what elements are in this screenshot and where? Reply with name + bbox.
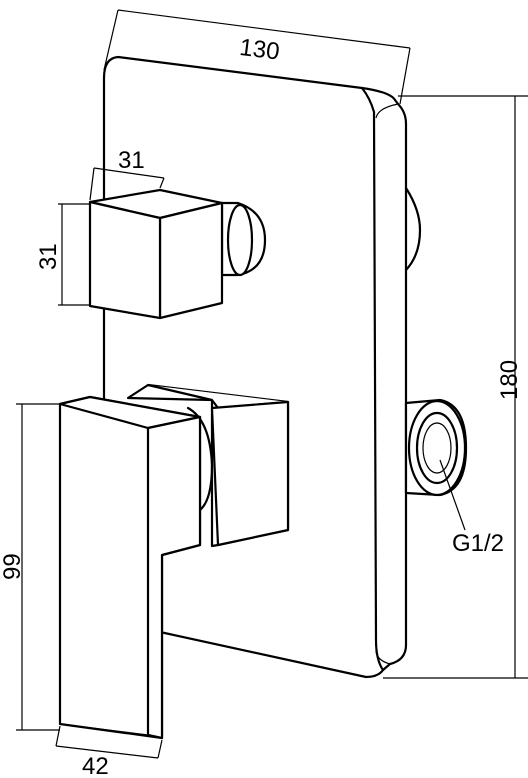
dimension-knob-height: 31 — [35, 203, 90, 306]
thread-label: G1/2 — [452, 530, 504, 557]
dimension-label-130: 130 — [238, 34, 281, 66]
cover-plate — [102, 55, 408, 679]
rear-body — [404, 186, 422, 272]
dimension-knob-width: 31 — [89, 147, 165, 201]
dimension-handle-width: 42 — [55, 725, 163, 778]
diverter-knob — [88, 188, 267, 320]
dimension-label-42: 42 — [82, 753, 109, 778]
thread-callout: G1/2 — [439, 459, 504, 557]
dimension-handle-height: 99 — [0, 403, 60, 731]
dimension-label-31-top: 31 — [118, 147, 145, 174]
outlet-connector — [404, 398, 468, 497]
dimension-label-31-left: 31 — [35, 243, 62, 270]
lever-handle — [58, 383, 290, 740]
dimension-width-top: 130 — [103, 9, 411, 105]
dimension-label-99: 99 — [0, 553, 26, 580]
dimension-height-right: 180 — [383, 95, 528, 679]
dimension-label-180: 180 — [496, 360, 523, 400]
